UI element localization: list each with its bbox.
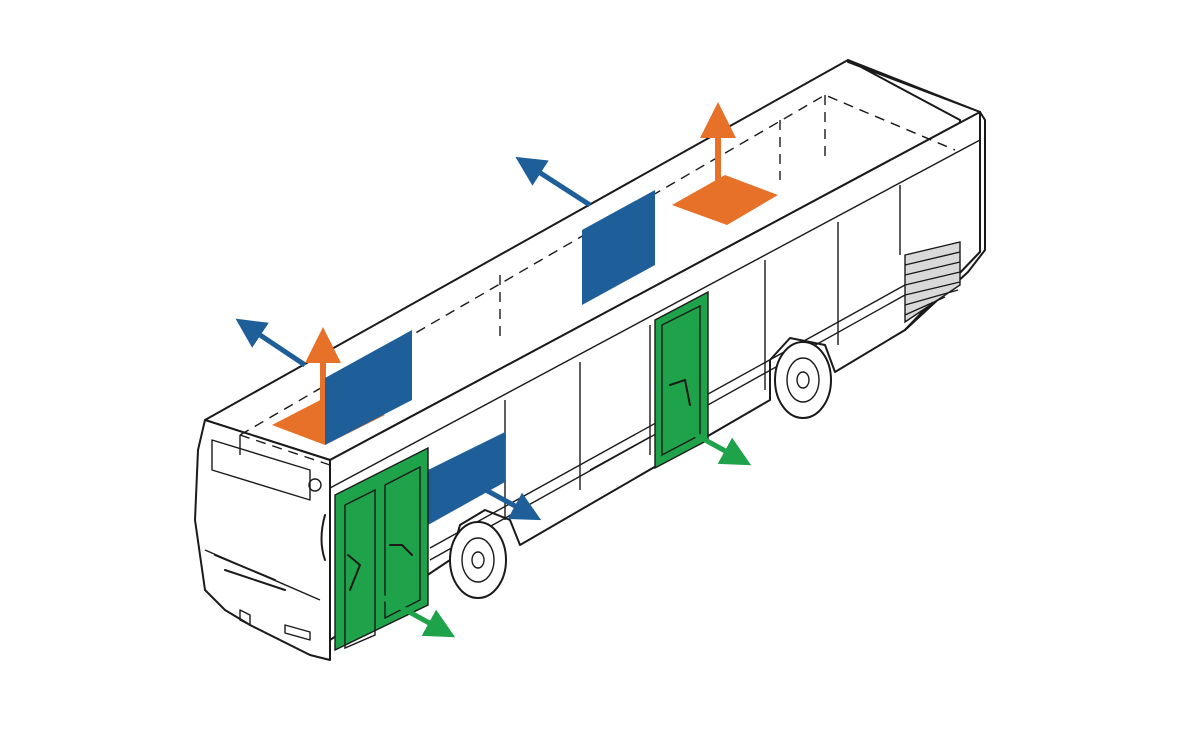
- door-handle: [389, 544, 413, 556]
- headlight: [284, 624, 311, 641]
- roof-hatch-rear: [672, 102, 778, 225]
- window-vent-front: [235, 318, 412, 445]
- destination-sign: [211, 439, 311, 501]
- rear-wheel: [774, 341, 832, 419]
- out-arrow-icon: [380, 594, 456, 638]
- license-plate: [239, 609, 251, 626]
- door-handle: [347, 554, 361, 591]
- window-vent-mid: [515, 156, 655, 305]
- roof-panel-lines: [239, 94, 956, 466]
- front-details: [204, 439, 326, 641]
- front-wheel: [449, 521, 507, 599]
- bus-body: [194, 59, 986, 661]
- mirror: [320, 514, 326, 561]
- front-light: [308, 478, 322, 492]
- door-front: [334, 446, 456, 652]
- window-vent-side: [428, 432, 542, 525]
- door-handle: [669, 379, 691, 406]
- bus-front-face: [194, 419, 331, 661]
- rear-engine-grille: [904, 241, 961, 324]
- wipers: [214, 554, 286, 591]
- out-arrow-icon: [676, 422, 752, 466]
- door-middle: [654, 290, 752, 470]
- out-arrow-icon: [235, 318, 307, 368]
- out-arrow-icon: [515, 156, 592, 208]
- out-arrow-icon: [460, 474, 542, 521]
- bus-rear-face: [904, 111, 986, 331]
